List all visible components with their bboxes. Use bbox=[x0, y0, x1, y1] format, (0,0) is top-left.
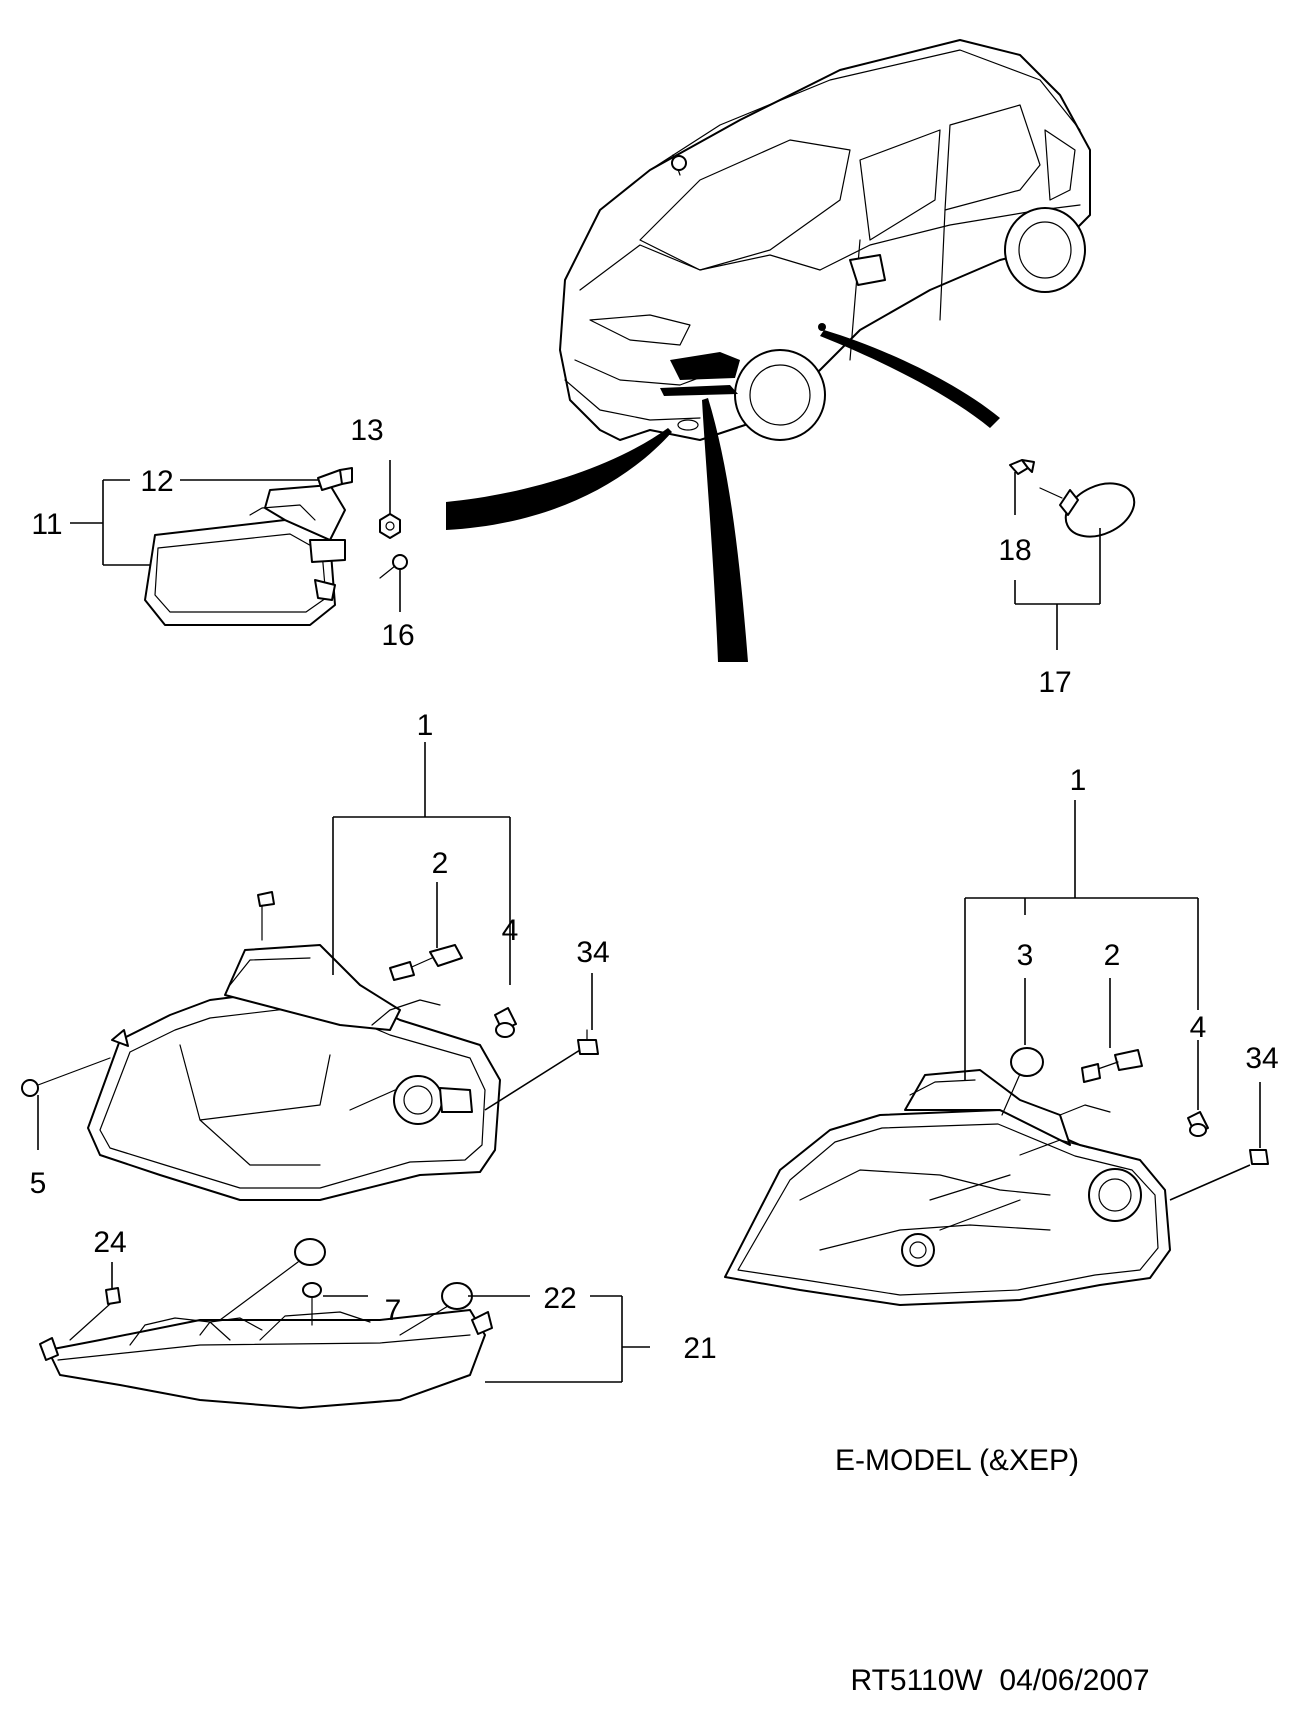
headlamp-top-bolt bbox=[257, 891, 275, 941]
fog-lamp-nut bbox=[379, 513, 401, 539]
callout-24: 24 bbox=[93, 1226, 126, 1259]
callout-2-left: 2 bbox=[432, 847, 449, 880]
clip-left bbox=[577, 1029, 599, 1055]
left-headlamp-leaders bbox=[37, 742, 593, 1150]
callout-21: 21 bbox=[683, 1332, 716, 1365]
fog-lamp-assembly bbox=[144, 484, 346, 626]
headlamp-bulb-right bbox=[1081, 1049, 1143, 1083]
position-bulb-right bbox=[1187, 1111, 1209, 1137]
callout-4-right: 4 bbox=[1190, 1011, 1207, 1044]
right-headlamp-leaders bbox=[964, 800, 1261, 1201]
callout-4-left: 4 bbox=[502, 914, 519, 947]
callout-labels: 13 12 11 16 18 17 1 2 4 34 5 24 7 22 21 … bbox=[30, 414, 1279, 1365]
callout-18: 18 bbox=[998, 534, 1031, 567]
position-bulb-left bbox=[494, 1007, 517, 1038]
callout-3-right: 3 bbox=[1017, 939, 1034, 972]
corner-lamp-assembly bbox=[39, 1309, 493, 1409]
callout-17: 17 bbox=[1038, 666, 1071, 699]
bulb-3-right bbox=[1001, 1047, 1044, 1116]
fog-lamp-screw bbox=[379, 554, 408, 579]
callout-16: 16 bbox=[381, 619, 414, 652]
callout-5: 5 bbox=[30, 1167, 47, 1200]
corner-screw-24 bbox=[69, 1287, 121, 1341]
pointer-wedges bbox=[446, 330, 1000, 662]
corner-screw-7 bbox=[302, 1282, 322, 1326]
fog-leaders bbox=[70, 460, 401, 612]
headlamp-assembly-right bbox=[724, 1069, 1171, 1306]
callout-1-right: 1 bbox=[1070, 764, 1087, 797]
car-illustration bbox=[559, 39, 1091, 441]
model-caption: E-MODEL (&XEP) bbox=[835, 1444, 1079, 1477]
side-repeater-bulb bbox=[1009, 459, 1035, 475]
callout-12: 12 bbox=[140, 465, 173, 498]
headlamp-assembly-left bbox=[87, 944, 501, 1201]
corner-bulb-top bbox=[219, 1238, 326, 1321]
side-repeater-lamp bbox=[1039, 482, 1136, 538]
side-leaders bbox=[1014, 472, 1101, 650]
callout-13: 13 bbox=[350, 414, 383, 447]
callout-22: 22 bbox=[543, 1282, 576, 1315]
headlamp-bulb-left bbox=[389, 944, 463, 981]
screw-left bbox=[21, 1057, 111, 1097]
callout-11: 11 bbox=[31, 508, 62, 541]
callout-1-left: 1 bbox=[417, 709, 434, 742]
corner-leaders bbox=[111, 1262, 650, 1383]
callout-34-left: 34 bbox=[576, 936, 609, 969]
clip-right bbox=[1249, 1149, 1269, 1165]
callout-34-right: 34 bbox=[1245, 1042, 1278, 1075]
fog-lamp-bulb bbox=[317, 467, 353, 491]
drawing-reference: RT5110W 04/06/2007 bbox=[850, 1664, 1149, 1697]
callout-2-right: 2 bbox=[1104, 939, 1121, 972]
callout-7: 7 bbox=[385, 1294, 402, 1327]
